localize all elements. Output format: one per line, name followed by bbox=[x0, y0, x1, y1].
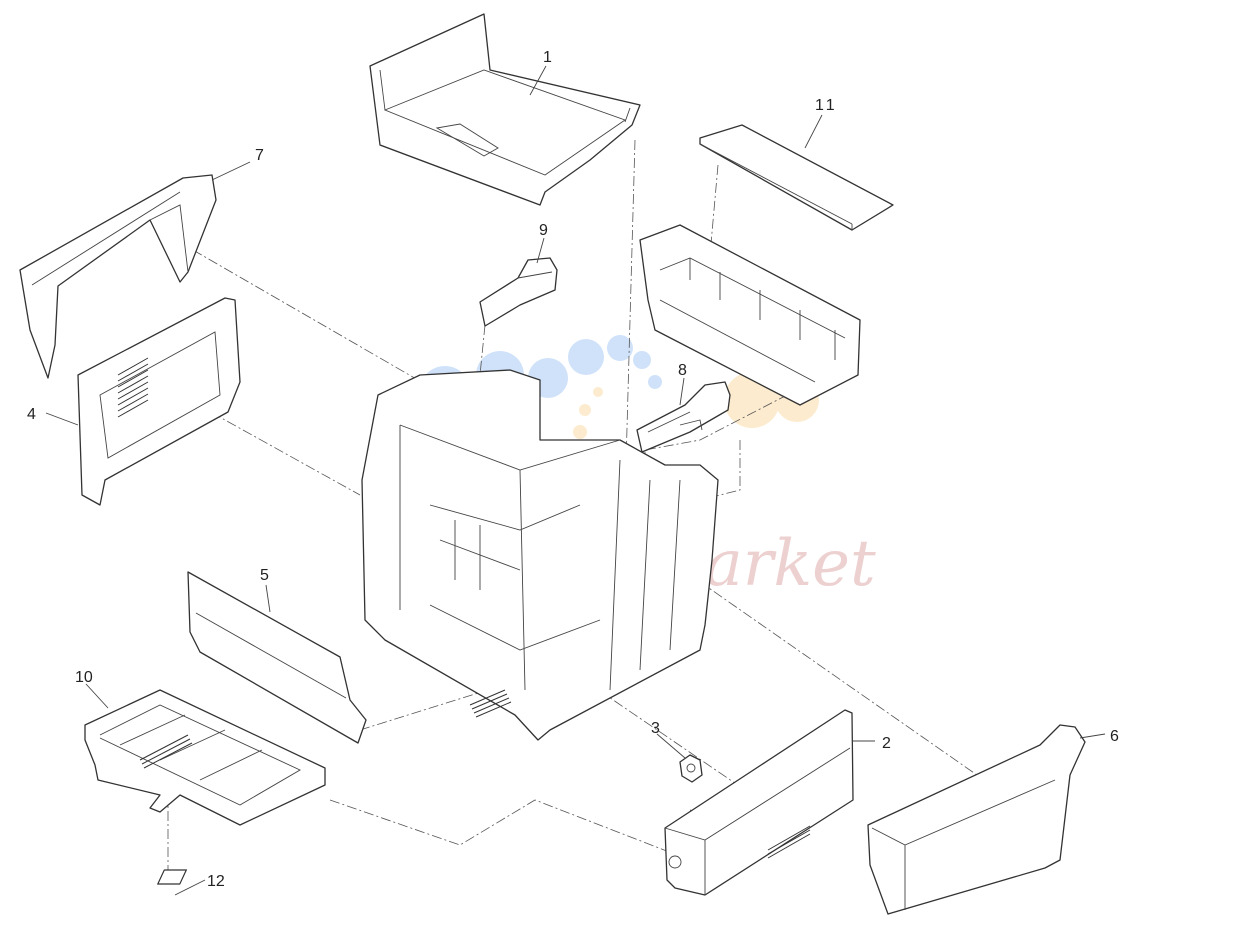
top-cover-plate-body bbox=[699, 124, 894, 231]
watermark-dot bbox=[568, 339, 604, 375]
callout-6: 6 bbox=[1110, 728, 1119, 745]
part-small-pad bbox=[157, 869, 188, 885]
part-left-panel bbox=[77, 297, 241, 506]
front-flap-edge bbox=[195, 612, 347, 699]
callouts: 1 2 3 4 5 6 7 8 9 10 11 12 bbox=[27, 49, 1119, 890]
leader-line bbox=[804, 114, 823, 149]
main-frame-detail bbox=[399, 424, 681, 691]
bracket-detail bbox=[647, 411, 703, 433]
centre-line bbox=[479, 324, 486, 376]
left-side-cover-body bbox=[19, 174, 217, 379]
output-tray-floor bbox=[383, 69, 626, 176]
callout-3: 3 bbox=[651, 720, 660, 737]
left-panel-inner bbox=[99, 331, 221, 459]
callout-10: 10 bbox=[75, 669, 93, 686]
part-small-bracket bbox=[479, 257, 558, 327]
centre-line bbox=[709, 164, 719, 256]
leader-line bbox=[211, 161, 251, 181]
leader-line bbox=[45, 412, 79, 426]
callout-7: 7 bbox=[255, 147, 264, 164]
fuser-unit-detail bbox=[659, 257, 846, 383]
part-knob bbox=[679, 754, 703, 783]
leader-lines bbox=[45, 65, 1106, 896]
leader-line bbox=[536, 237, 545, 264]
watermark-dot bbox=[579, 404, 591, 416]
front-flap-body bbox=[187, 571, 367, 744]
callout-5: 5 bbox=[260, 567, 269, 584]
part-bracket bbox=[636, 381, 731, 453]
paper-tray-detail bbox=[99, 704, 301, 806]
part-fuser-unit bbox=[639, 224, 861, 406]
paper-tray-body bbox=[84, 689, 326, 826]
small-bracket-edge bbox=[517, 271, 553, 279]
front-right-cover-button bbox=[668, 855, 682, 869]
centre-line bbox=[624, 139, 636, 501]
part-left-side-cover bbox=[19, 174, 217, 379]
left-side-cover-detail bbox=[31, 191, 189, 286]
part-front-flap bbox=[187, 571, 367, 744]
watermark-dot bbox=[607, 335, 633, 361]
small-bracket-body bbox=[479, 257, 558, 327]
knob-body bbox=[679, 754, 703, 783]
part-output-tray bbox=[369, 13, 641, 206]
part-front-right-cover bbox=[664, 709, 854, 896]
part-paper-tray bbox=[84, 689, 326, 826]
callout-11: 11 bbox=[815, 97, 838, 114]
leader-line bbox=[679, 377, 685, 406]
bracket-body bbox=[636, 381, 731, 453]
leader-line bbox=[656, 733, 686, 759]
centre-line bbox=[329, 799, 691, 861]
centre-line bbox=[179, 394, 361, 496]
main-frame-vents bbox=[469, 689, 512, 718]
right-side-cover-body bbox=[867, 724, 1086, 915]
paper-tray-roller bbox=[139, 734, 193, 769]
part-main-frame bbox=[361, 369, 719, 741]
callout-12: 12 bbox=[207, 873, 225, 890]
centre-line bbox=[644, 377, 821, 500]
top-cover-plate-edge bbox=[699, 143, 853, 225]
left-panel-vents bbox=[117, 357, 149, 418]
leader-line bbox=[174, 879, 206, 896]
watermark-dot bbox=[573, 425, 587, 439]
output-tray-body bbox=[369, 13, 641, 206]
output-tray-edge bbox=[624, 107, 631, 123]
callout-9: 9 bbox=[539, 222, 548, 239]
watermark-dot bbox=[593, 387, 603, 397]
callout-8: 8 bbox=[678, 362, 687, 379]
callout-4: 4 bbox=[27, 406, 36, 423]
output-tray-edge bbox=[379, 69, 386, 111]
watermark-dot bbox=[648, 375, 662, 389]
watermark-dot bbox=[633, 351, 651, 369]
callout-1: 1 bbox=[543, 49, 552, 66]
part-right-side-cover bbox=[867, 724, 1086, 915]
knob-centre bbox=[686, 763, 696, 773]
leader-line bbox=[265, 584, 271, 613]
callout-2: 2 bbox=[882, 735, 891, 752]
front-right-cover-vents bbox=[767, 825, 811, 859]
front-right-cover-body bbox=[664, 709, 854, 896]
leader-line bbox=[529, 65, 547, 96]
front-right-cover-detail bbox=[664, 747, 851, 895]
leader-line bbox=[1079, 733, 1106, 739]
leader-line bbox=[85, 683, 109, 709]
output-tray-grip bbox=[435, 123, 499, 157]
fuser-unit-body bbox=[639, 224, 861, 406]
part-top-cover-plate bbox=[699, 124, 894, 231]
left-panel-body bbox=[77, 297, 241, 506]
right-side-cover-detail bbox=[871, 779, 1056, 910]
main-frame-body bbox=[361, 369, 719, 741]
